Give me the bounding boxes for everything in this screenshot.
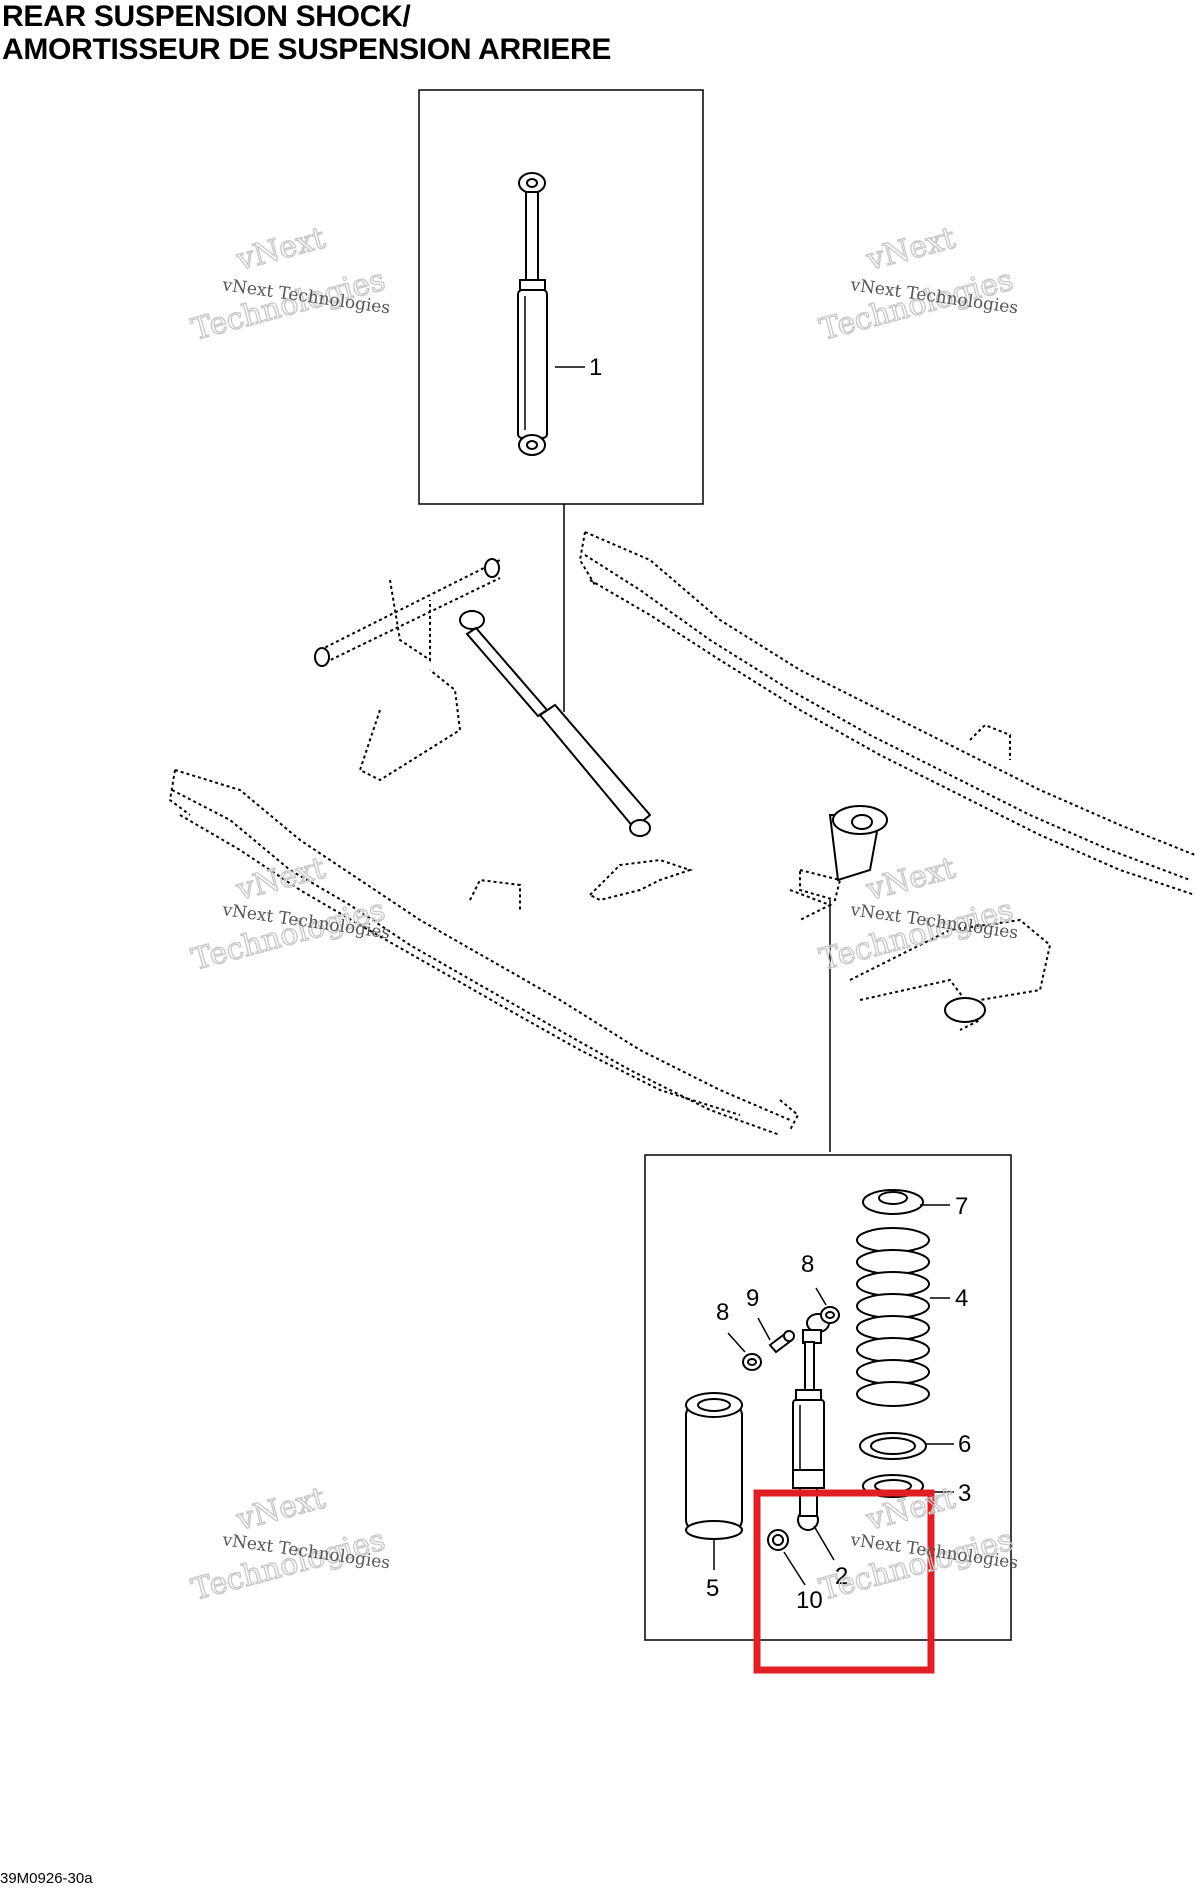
callout-4: 4	[955, 1285, 968, 1312]
diagram-code: 39M0926-30a	[0, 1870, 93, 1887]
callout-8-left: 8	[716, 1299, 729, 1326]
callout-5: 5	[706, 1575, 719, 1602]
shock-absorber-part	[517, 172, 548, 456]
right-rail-part	[578, 531, 1196, 896]
leader-10	[783, 1551, 806, 1586]
coil-spring-part	[856, 1227, 930, 1407]
watermark-mid-left: vNext Technologies vNext Technologies	[187, 850, 391, 978]
callout-6: 6	[958, 1431, 971, 1458]
leader-9	[757, 1317, 771, 1341]
callout-1: 1	[589, 354, 602, 381]
leader-8-right	[815, 1287, 827, 1306]
title-line-english: REAR SUSPENSION SHOCK/	[2, 0, 411, 33]
coil-shock-assembly-part	[789, 805, 888, 921]
svg-text:vNext: vNext	[862, 851, 959, 908]
watermark-bottom-left: vNext Technologies vNext Technologies	[187, 1480, 391, 1608]
bushing-lower-part	[767, 1529, 789, 1551]
damper-body-part	[792, 1313, 830, 1531]
highlight-box	[753, 1489, 935, 1674]
dust-cover-part	[685, 1392, 743, 1540]
spring-retainer-part	[862, 1189, 924, 1215]
callout-8-right: 8	[801, 1251, 814, 1278]
bushing-left-part	[742, 1353, 762, 1371]
watermark-bottom-right: vNext Technologies vNext Technologies	[815, 1480, 1019, 1608]
bushing-upper-part	[820, 1306, 840, 1324]
title-line-french: AMORTISSEUR DE SUSPENSION ARRIERE	[2, 33, 612, 66]
leader-2	[813, 1525, 835, 1561]
detail-box-shock	[418, 89, 704, 505]
watermark-top-right: vNext Technologies vNext Technologies	[815, 220, 1019, 348]
detail-box-components	[644, 1154, 1012, 1641]
leader-8-left	[727, 1332, 746, 1353]
left-rail-part	[168, 769, 800, 1136]
lower-mount-part	[588, 858, 694, 902]
callout-10: 10	[796, 1587, 823, 1614]
installed-shock-part	[459, 610, 652, 837]
callout-3: 3	[958, 1480, 971, 1507]
diagram-title: REAR SUSPENSION SHOCK/ AMORTISSEUR DE SU…	[2, 0, 611, 66]
watermark-top-left: vNext Technologies vNext Technologies	[187, 220, 391, 348]
svg-text:vNext: vNext	[232, 221, 329, 278]
callout-2: 2	[835, 1563, 848, 1590]
spring-seat-part	[859, 1432, 927, 1460]
sleeve-part	[768, 1330, 795, 1354]
front-arm-part	[314, 558, 501, 782]
svg-text:vNext: vNext	[862, 221, 959, 278]
callout-9: 9	[746, 1285, 759, 1312]
rear-arm-part	[849, 918, 1052, 1031]
callout-7: 7	[955, 1193, 968, 1220]
svg-text:vNext: vNext	[232, 1481, 329, 1538]
